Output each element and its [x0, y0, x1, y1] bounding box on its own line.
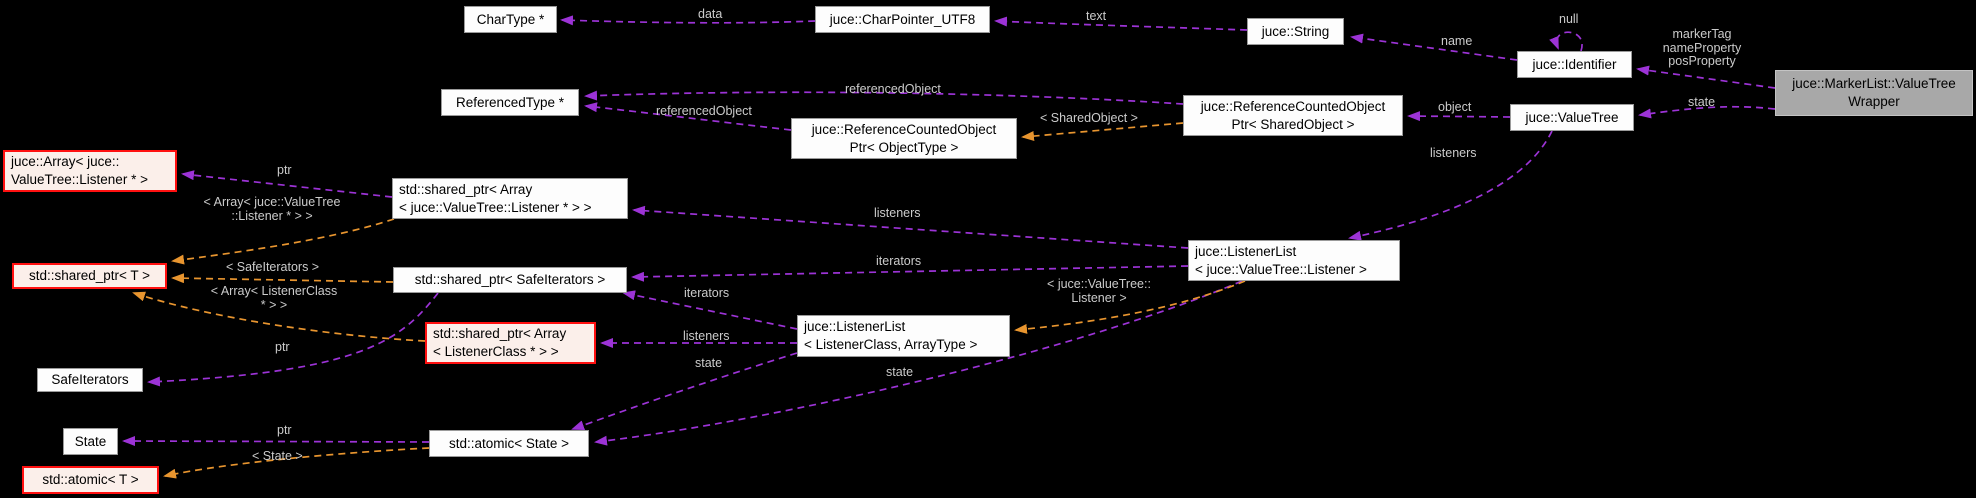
node-ll-listenerclass[interactable]: juce::ListenerList < ListenerClass, Arra… — [797, 315, 1010, 357]
edge-llvt-listeners — [632, 205, 1189, 249]
lbl-text: text — [1086, 9, 1107, 23]
lbl-marker-props: markerTag nameProperty posProperty — [1662, 27, 1742, 68]
lbl-ptr-state: ptr — [277, 423, 292, 437]
edge-atomicstate-ptr — [122, 436, 430, 447]
lbl-ptr-array: ptr — [277, 163, 292, 177]
lbl-tpl-array-lc: < Array< ListenerClass * > > — [210, 284, 338, 312]
lbl-tpl-array-vt: < Array< juce::ValueTree ::Listener * > … — [203, 195, 341, 223]
edge-sharedobject-referencedobject — [584, 90, 1184, 105]
node-sp-t: std::shared_ptr< T > — [12, 263, 167, 289]
node-identifier[interactable]: juce::Identifier — [1517, 51, 1632, 78]
edge-wrapper-properties — [1636, 65, 1776, 89]
node-atomic-t: std::atomic< T > — [22, 466, 159, 494]
edge-identifier-null-loop — [1549, 31, 1583, 52]
edge-lllc-iterators — [622, 290, 798, 330]
lbl-state-wrapper: state — [1688, 95, 1716, 109]
lbl-tpl-state: < State > — [252, 449, 303, 463]
node-array-vtlistener[interactable]: juce::Array< juce:: ValueTree::Listener … — [3, 150, 177, 192]
edge-lllc-state — [571, 352, 798, 430]
node-sp-array-vtlistener: std::shared_ptr< Array < juce::ValueTree… — [392, 178, 628, 219]
lbl-refobj-2: referencedObject — [656, 104, 752, 118]
tpl-edge-array-vtlistener — [171, 218, 395, 265]
edge-valuetree-listeners — [1348, 130, 1553, 241]
lbl-listeners-2: listeners — [874, 206, 921, 220]
lbl-name: name — [1441, 34, 1473, 48]
tpl-edge-safeiterators — [171, 273, 394, 284]
lbl-listeners-3: listeners — [683, 329, 730, 343]
lbl-iterators-1: iterators — [876, 254, 922, 268]
edge-wrapper-state — [1638, 105, 1776, 119]
node-referencedtype: ReferencedType * — [441, 89, 579, 116]
tpl-edge-sharedobject — [1021, 122, 1184, 142]
lbl-sharedobject: < SharedObject > — [1040, 111, 1138, 125]
tpl-edge-vtlistener — [1014, 280, 1246, 334]
lbl-listeners-vt: listeners — [1430, 146, 1477, 160]
lbl-iterators-2: iterators — [684, 286, 730, 300]
lbl-data: data — [698, 7, 723, 21]
node-wrapper: juce::MarkerList::ValueTree Wrapper — [1775, 70, 1973, 116]
node-state: State — [63, 428, 118, 455]
lbl-null: null — [1559, 12, 1579, 26]
edge-llvt-state — [594, 280, 1243, 446]
node-chartype: CharType * — [464, 6, 557, 33]
node-safeiterators: SafeIterators — [37, 368, 143, 392]
lbl-state-3: state — [886, 365, 914, 379]
lbl-state-2: state — [695, 356, 723, 370]
tpl-edge-array-listenerclass — [132, 291, 426, 342]
node-atomic-state: std::atomic< State > — [429, 430, 589, 457]
edge-valuetree-object — [1407, 111, 1511, 122]
node-sp-safeiterators: std::shared_ptr< SafeIterators > — [393, 267, 627, 293]
node-valuetree[interactable]: juce::ValueTree — [1510, 104, 1634, 131]
node-sp-array-listenerclass: std::shared_ptr< Array < ListenerClass *… — [425, 322, 596, 364]
lbl-tpl-safeit: < SafeIterators > — [226, 260, 320, 274]
lbl-refobj-1: referencedObject — [845, 82, 941, 96]
lbl-tpl-vtlistener: < juce::ValueTree:: Listener > — [1047, 277, 1151, 305]
node-ll-vtlistener[interactable]: juce::ListenerList < juce::ValueTree::Li… — [1188, 240, 1400, 281]
lbl-object: object — [1438, 100, 1472, 114]
lbl-ptr-safeit: ptr — [275, 340, 290, 354]
edge-llvt-iterators — [631, 265, 1189, 282]
edge-charpointer-data — [560, 15, 816, 26]
edge-objecttype-referencedobject — [584, 102, 792, 131]
node-string[interactable]: juce::String — [1247, 18, 1344, 45]
tpl-edge-state — [163, 447, 430, 479]
node-charpointer[interactable]: juce::CharPointer_UTF8 — [815, 6, 990, 33]
edge-string-text — [994, 16, 1248, 31]
node-refptr-sharedobject[interactable]: juce::ReferenceCountedObject Ptr< Shared… — [1183, 95, 1403, 136]
edge-identifier-name — [1350, 33, 1518, 61]
node-refptr-objecttype[interactable]: juce::ReferenceCountedObject Ptr< Object… — [791, 118, 1017, 159]
edge-spsafeiterators-ptr — [147, 292, 439, 387]
